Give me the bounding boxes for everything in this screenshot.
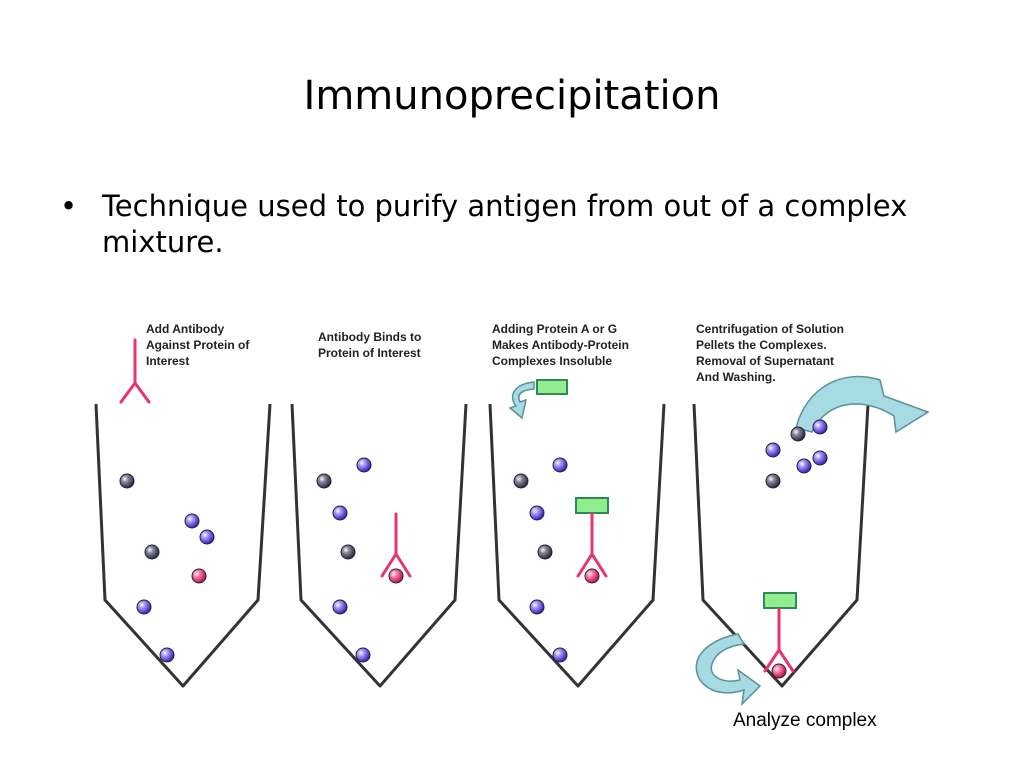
violet-protein-icon [136, 599, 152, 615]
step-1-label-line: Against Protein of [146, 338, 250, 352]
violet-protein-icon [796, 458, 812, 474]
step-3-label-line: Adding Protein A or G [492, 322, 617, 336]
protein-ag-icon [536, 379, 568, 395]
protein-ag-icon [575, 497, 609, 514]
step-1-label: Add Antibody Against Protein of Interest [146, 322, 253, 368]
violet-protein-icon [812, 450, 828, 466]
bullet-item: • Technique used to purify antigen from … [60, 188, 920, 260]
bullet-text: Technique used to purify antigen from ou… [102, 189, 908, 259]
dark-protein-icon [790, 426, 806, 442]
bullet-marker: • [60, 189, 78, 223]
violet-protein-icon [765, 442, 781, 458]
step-4-label-line: Pellets the Complexes. [696, 338, 827, 352]
step-1-label-line: Add Antibody [146, 322, 225, 336]
dark-protein-icon [340, 544, 356, 560]
step-4-label: Centrifugation of Solution Pellets the C… [696, 322, 847, 384]
violet-protein-icon [812, 419, 828, 435]
tube-2 [290, 403, 468, 688]
violet-protein-icon [332, 599, 348, 615]
dark-protein-icon [119, 473, 135, 489]
antibody-icon [763, 607, 795, 673]
step-2-label-line: Antibody Binds to [318, 330, 421, 344]
step-3-label-line: Complexes Insoluble [492, 354, 612, 368]
step-2-label-line: Protein of Interest [318, 346, 421, 360]
step-2-label: Antibody Binds to Protein of Interest [318, 330, 425, 360]
violet-protein-icon [184, 513, 200, 529]
step-4-label-line: Centrifugation of Solution [696, 322, 844, 336]
target-protein-icon [771, 663, 787, 679]
antibody-icon [576, 512, 608, 578]
target-protein-icon [584, 568, 600, 584]
dark-protein-icon [144, 544, 160, 560]
dark-protein-icon [513, 473, 529, 489]
tube-4 [692, 403, 870, 688]
violet-protein-icon [529, 599, 545, 615]
tube-3 [488, 403, 666, 688]
target-protein-icon [191, 568, 207, 584]
step-3-label: Adding Protein A or G Makes Antibody-Pro… [492, 322, 632, 368]
violet-protein-icon [199, 529, 215, 545]
protein-ag-icon [763, 592, 797, 609]
violet-protein-icon [356, 457, 372, 473]
step-3-label-line: Makes Antibody-Protein [492, 338, 629, 352]
step-4-label-line: And Washing. [696, 370, 776, 384]
dark-protein-icon [537, 544, 553, 560]
bullet-list: • Technique used to purify antigen from … [60, 188, 920, 260]
violet-protein-icon [552, 647, 568, 663]
antibody-icon [119, 338, 151, 404]
slide-title: Immunoprecipitation [303, 73, 721, 119]
tube-1 [94, 403, 272, 688]
violet-protein-icon [332, 505, 348, 521]
curved-arrow-icon [508, 381, 535, 420]
violet-protein-icon [552, 457, 568, 473]
target-protein-icon [388, 568, 404, 584]
violet-protein-icon [159, 647, 175, 663]
dark-protein-icon [316, 473, 332, 489]
supernatant-removal-arrow-icon [795, 375, 930, 434]
antibody-icon [380, 512, 412, 578]
step-1-label-line: Interest [146, 354, 189, 368]
analyze-complex-caption: Analyze complex [733, 710, 877, 731]
dark-protein-icon [765, 473, 781, 489]
violet-protein-icon [529, 505, 545, 521]
pellet-collection-arrow-icon [695, 633, 762, 707]
violet-protein-icon [355, 647, 371, 663]
step-4-label-line: Removal of Supernatant [696, 354, 834, 368]
immunoprecipitation-diagram: Add Antibody Against Protein of Interest… [94, 322, 930, 731]
